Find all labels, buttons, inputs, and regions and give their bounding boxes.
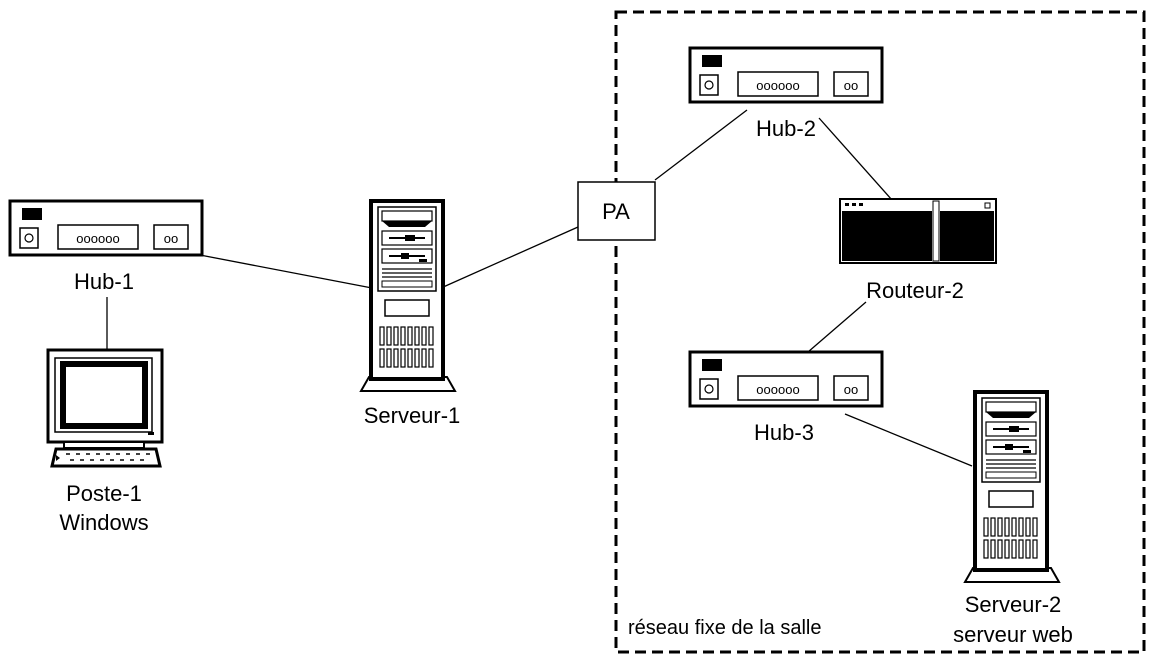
router-2 xyxy=(839,198,997,264)
hub-2: oooooo oo xyxy=(688,46,884,104)
link-hub2-routeur2 xyxy=(818,117,893,201)
hub-1-uplink-ports: oo xyxy=(164,231,178,246)
workstation-poste-1 xyxy=(46,348,164,468)
hub-2-uplink-ports: oo xyxy=(844,78,858,93)
hub-3-ports: oooooo xyxy=(756,382,799,397)
zone-label: réseau fixe de la salle xyxy=(628,617,821,639)
link-hub3-serveur2 xyxy=(844,413,973,467)
room-network-zone xyxy=(614,10,1146,654)
hub-1-ports: oooooo xyxy=(76,231,119,246)
workstation-os-label: Windows xyxy=(59,510,148,535)
link-pa-hub2 xyxy=(654,109,748,181)
access-point-label: PA xyxy=(602,199,630,224)
link-hub1-serveur1 xyxy=(199,254,373,289)
hub-3-uplink-ports: oo xyxy=(844,382,858,397)
workstation-label: Poste-1 xyxy=(66,481,142,506)
connections xyxy=(106,109,973,467)
hub-1-label: Hub-1 xyxy=(74,269,134,294)
hub-1: oooooo oo xyxy=(8,199,204,257)
server-1-label: Serveur-1 xyxy=(364,403,461,428)
server-2 xyxy=(963,390,1061,584)
link-serveur1-pa xyxy=(440,226,579,289)
hub-3-label: Hub-3 xyxy=(754,420,814,445)
server-2-role-label: serveur web xyxy=(953,622,1073,647)
hub-3: oooooo oo xyxy=(688,350,884,408)
hub-2-ports: oooooo xyxy=(756,78,799,93)
router-2-label: Routeur-2 xyxy=(866,278,964,303)
server-1 xyxy=(359,199,457,393)
hub-2-label: Hub-2 xyxy=(756,116,816,141)
access-point: PA xyxy=(577,181,656,241)
server-2-label: Serveur-2 xyxy=(965,592,1062,617)
link-routeur2-hub3 xyxy=(807,301,867,353)
